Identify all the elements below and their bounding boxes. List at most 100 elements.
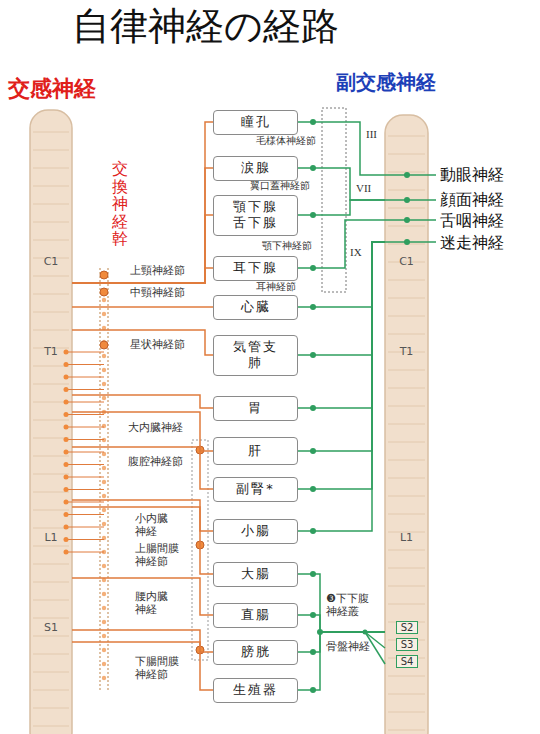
trunk-line (107, 268, 108, 692)
nerve-connector (72, 630, 213, 652)
vertebra-line (388, 586, 425, 587)
vertebra-line (33, 690, 69, 691)
trunk-ganglion (102, 564, 106, 568)
nerve-label: 副交感神経 (336, 70, 436, 94)
nerve-label: 下腸間膜 神経節 (135, 655, 185, 681)
nerve-connector (72, 122, 213, 283)
spinal-dot (64, 550, 69, 555)
spinal-dot (64, 537, 69, 542)
nerve-connector (298, 122, 385, 175)
spinal-dot (64, 512, 69, 517)
spinal-dot (64, 500, 69, 505)
ganglion-bracket (322, 108, 346, 292)
trunk-ganglion (102, 298, 106, 302)
organ-box: 小腸 (213, 519, 298, 544)
nerve-label: 大内臓神経 (128, 421, 183, 434)
organ-label: 直腸 (241, 607, 271, 623)
ramus-line (66, 364, 104, 365)
nerve-connector (72, 330, 213, 355)
nerve-dot (310, 405, 316, 411)
trunk-ganglion (102, 354, 106, 358)
trunk-ganglion (102, 676, 106, 680)
nerve-label: 顎下神経節 (262, 240, 312, 252)
spinal-dot (64, 437, 69, 442)
organ-label: 顎下腺 舌下腺 (230, 199, 282, 232)
vertebra-line (33, 132, 69, 133)
nerve-dot (310, 612, 316, 618)
nerve-label: 小内臓 神経 (135, 512, 185, 538)
nerve-connector (298, 242, 385, 531)
vertebra-line (388, 712, 425, 713)
vertebra-line (33, 312, 69, 313)
cranial-leaders (365, 175, 436, 664)
diagram-title: 自律神経の経路 (72, 4, 339, 50)
trunk-ganglion (102, 606, 106, 610)
vertebra-line (33, 420, 69, 421)
nerve-dot (310, 165, 316, 171)
ramus-line (66, 402, 104, 403)
organ-box: 副腎* (213, 477, 298, 502)
vertebra-line (388, 460, 425, 461)
nerve-dot (310, 265, 316, 271)
vertebra-line (388, 478, 425, 479)
vertebra-line (388, 370, 425, 371)
nerve-label: III (366, 128, 377, 141)
nerve-label: 動眼神経 (440, 165, 504, 184)
nerve-label: 顔面神経 (440, 190, 504, 209)
trunk-ganglion (102, 382, 106, 386)
organ-label: 肝 (248, 443, 263, 459)
nerve-dot (310, 528, 316, 534)
organ-box: 心臓 (213, 295, 298, 320)
nerve-label: 腹腔神経節 (128, 455, 183, 468)
spinal-dot (64, 475, 69, 480)
nerve-label: 迷走神経 (440, 233, 504, 252)
vertebra-label: L1 (30, 531, 72, 544)
trunk-ganglion (102, 620, 106, 624)
vertebra-line (388, 190, 425, 191)
trunk-ganglion (102, 508, 106, 512)
trunk-ganglion (102, 466, 106, 470)
vertebra-line (33, 618, 69, 619)
vertebra-line (33, 222, 69, 223)
nerve-connector (72, 412, 213, 451)
nerve-dot (310, 119, 316, 125)
vertebra-label: T1 (30, 345, 72, 358)
vertebra-line (33, 708, 69, 709)
vertebra-label: T1 (385, 345, 428, 358)
ramus-line (66, 452, 104, 453)
organ-label: 大腸 (241, 566, 271, 582)
trunk-ganglion (102, 396, 106, 400)
vertebra-line (33, 150, 69, 151)
spinal-column: C1T1L1S2S3S4 (385, 115, 428, 734)
vertebra-line (33, 600, 69, 601)
nerve-label: 交感神経 (8, 76, 96, 102)
trunk-line (99, 268, 100, 692)
vertebra-line (33, 240, 69, 241)
nerve-connector (72, 306, 213, 308)
spinal-dot (64, 487, 69, 492)
spinal-column (30, 110, 72, 734)
organ-box: 膀胱 (213, 640, 298, 665)
ramus-line (66, 439, 104, 440)
vertebra-line (33, 204, 69, 205)
vertebra-line (388, 424, 425, 425)
nerve-connector (72, 215, 213, 283)
ramus-line (66, 427, 104, 428)
nerve-label: 交換神経幹 (112, 160, 128, 248)
spinal-dot (64, 412, 69, 417)
vertebra-line (388, 676, 425, 677)
vertebra-line (33, 492, 69, 493)
vertebra-lines (33, 132, 425, 730)
vertebra-line (388, 514, 425, 515)
organ-box: 顎下腺 舌下腺 (213, 195, 298, 236)
trunk-ganglion (102, 424, 106, 428)
organ-box: 胃 (213, 396, 298, 421)
vertebra-line (388, 496, 425, 497)
organ-label: 膀胱 (241, 644, 271, 660)
trunk-ganglion (102, 648, 106, 652)
organ-box: 生殖器 (213, 678, 298, 703)
spinal-dot (64, 387, 69, 392)
vertebra-line (33, 672, 69, 673)
ramus-line (66, 352, 104, 353)
organ-box: 気管支 肺 (213, 335, 298, 376)
